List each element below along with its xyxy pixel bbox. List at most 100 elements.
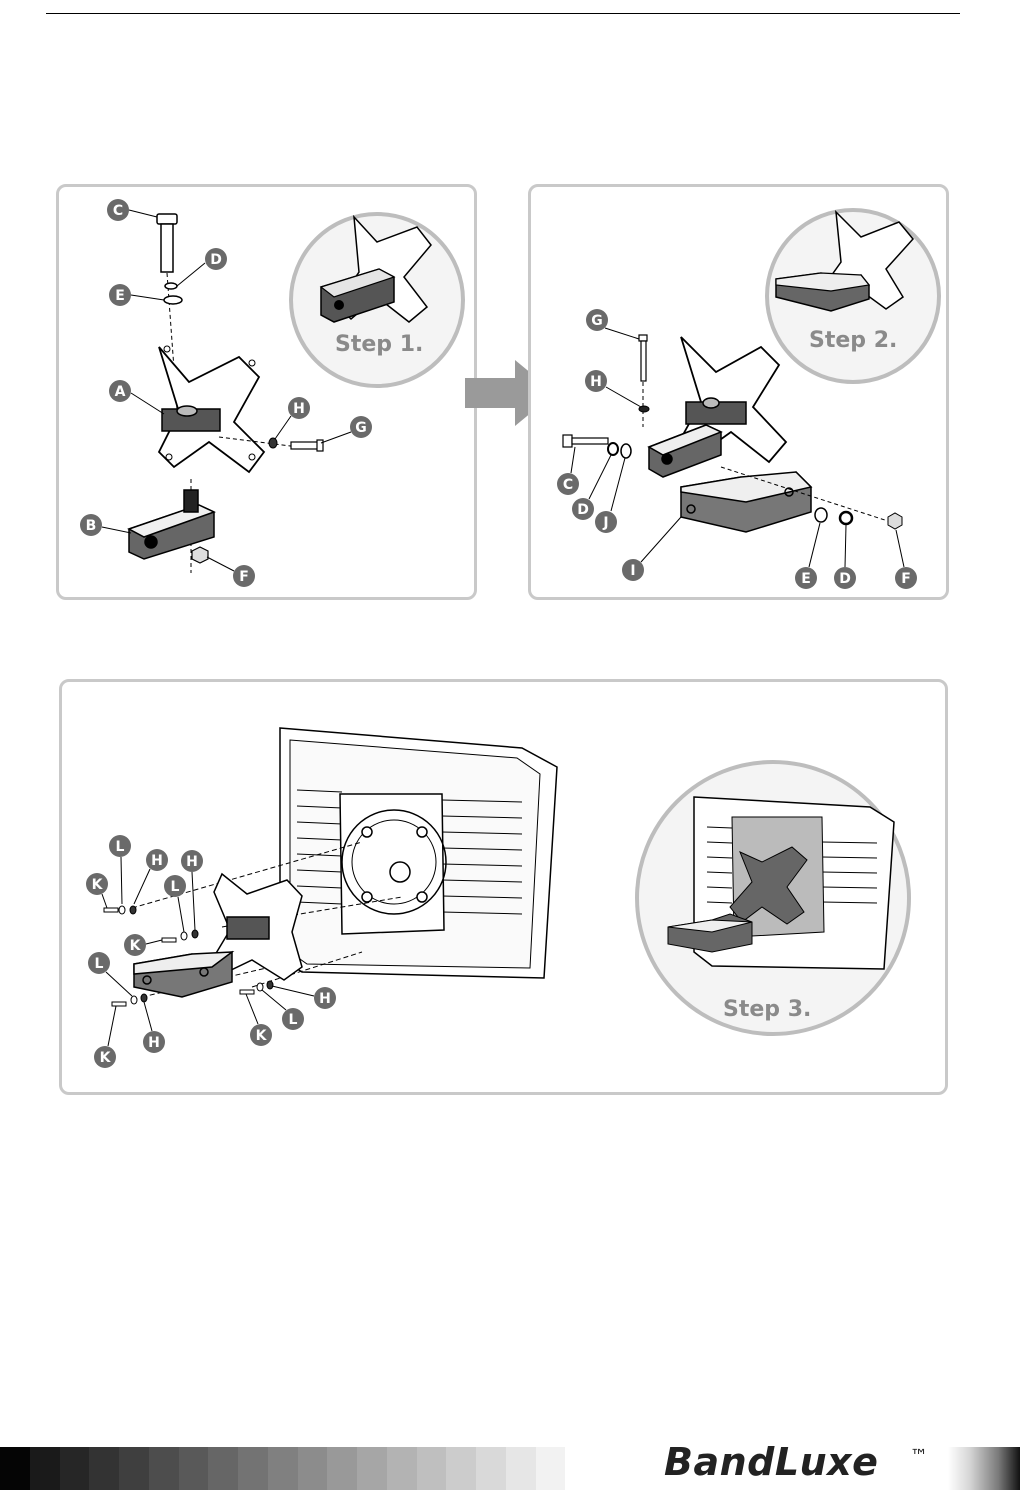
callout-d2: D <box>834 567 856 589</box>
header-rule <box>46 13 960 14</box>
callout-k4: K <box>94 1046 116 1068</box>
svg-text:H: H <box>293 401 305 417</box>
callout-f: F <box>895 567 917 589</box>
step1-diagram: Step 1. C D E A H G B F <box>59 187 480 603</box>
trademark-symbol: ™ <box>910 1446 928 1467</box>
bandluxe-logo: BandLuxe <box>664 1440 878 1484</box>
washer-e <box>815 508 827 522</box>
svg-text:K: K <box>92 877 104 893</box>
svg-text:E: E <box>115 288 125 304</box>
grayscale-swatch <box>298 1447 328 1490</box>
step3-diagram: Step 3. L H H K L K L H L K K H <box>62 682 951 1098</box>
bracket-i <box>681 472 811 532</box>
grayscale-swatch <box>238 1447 268 1490</box>
svg-text:A: A <box>115 384 126 400</box>
callout-f: F <box>233 565 255 587</box>
svg-text:H: H <box>186 854 198 870</box>
svg-text:H: H <box>319 991 331 1007</box>
svg-text:F: F <box>901 571 911 587</box>
callout-h1: H <box>146 849 168 871</box>
svg-text:K: K <box>100 1050 112 1066</box>
bolt-c <box>563 435 608 447</box>
antenna-unit <box>280 728 557 978</box>
svg-text:G: G <box>591 313 603 329</box>
callout-h: H <box>585 370 607 392</box>
bolt-g <box>639 335 647 381</box>
washer-d <box>165 283 177 289</box>
svg-text:L: L <box>116 839 125 855</box>
svg-text:B: B <box>86 518 97 534</box>
grayscale-swatch <box>179 1447 209 1490</box>
step3-label: Step 3. <box>723 997 811 1022</box>
svg-text:K: K <box>130 938 142 954</box>
bolt-c <box>157 214 177 272</box>
callout-e: E <box>109 284 131 306</box>
grayscale-swatch <box>30 1447 60 1490</box>
step2-inset: Step 2. <box>767 210 939 382</box>
washer-j <box>621 444 631 458</box>
callout-c: C <box>107 199 129 221</box>
callout-d: D <box>205 248 227 270</box>
callout-l1: L <box>109 835 131 857</box>
callout-d: D <box>572 498 594 520</box>
callout-i: I <box>622 559 644 581</box>
svg-text:F: F <box>239 569 249 585</box>
callout-b: B <box>80 514 102 536</box>
svg-text:K: K <box>256 1028 268 1044</box>
bolt-g <box>291 440 323 451</box>
callout-j: J <box>595 511 617 533</box>
washer-d2 <box>840 512 852 524</box>
svg-text:C: C <box>563 477 573 493</box>
callout-c: C <box>557 473 579 495</box>
grayscale-swatch <box>0 1447 30 1490</box>
callout-k1: K <box>86 873 108 895</box>
svg-text:E: E <box>801 571 811 587</box>
svg-text:H: H <box>590 374 602 390</box>
svg-text:H: H <box>151 853 163 869</box>
callout-g: G <box>586 309 608 331</box>
grayscale-swatch <box>387 1447 417 1490</box>
step1-panel: Step 1. C D E A H G B F <box>56 184 477 600</box>
grayscale-swatch <box>89 1447 119 1490</box>
step1-label: Step 1. <box>335 332 423 357</box>
callout-e: E <box>795 567 817 589</box>
grayscale-swatch <box>119 1447 149 1490</box>
svg-text:I: I <box>630 563 635 579</box>
washer-d <box>608 443 618 455</box>
callout-k3: K <box>250 1024 272 1046</box>
callout-l2: L <box>164 875 186 897</box>
grayscale-swatch <box>268 1447 298 1490</box>
grayscale-swatch <box>476 1447 506 1490</box>
grayscale-swatch <box>357 1447 387 1490</box>
svg-text:L: L <box>171 879 180 895</box>
step3-panel: Step 3. L H H K L K L H L K K H <box>59 679 948 1095</box>
step3-inset: Step 3. <box>637 762 909 1034</box>
grayscale-swatch <box>149 1447 179 1490</box>
grayscale-swatch <box>208 1447 238 1490</box>
step2-label: Step 2. <box>809 328 897 353</box>
nut-f <box>192 547 208 563</box>
callout-l4: L <box>282 1008 304 1030</box>
step2-diagram: Step 2. G H C D J I E D F <box>531 187 952 603</box>
svg-text:G: G <box>355 420 367 436</box>
washer-e <box>164 296 182 304</box>
grayscale-swatch <box>565 1447 595 1490</box>
callout-h: H <box>288 397 310 419</box>
grayscale-swatch <box>446 1447 476 1490</box>
svg-text:J: J <box>602 515 608 531</box>
svg-text:L: L <box>95 956 104 972</box>
step2-panel: Step 2. G H C D J I E D F <box>528 184 949 600</box>
grayscale-swatch <box>536 1447 566 1490</box>
callout-h3: H <box>314 987 336 1009</box>
callout-a: A <box>109 380 131 402</box>
callout-l3: L <box>88 952 110 974</box>
grayscale-swatch <box>60 1447 90 1490</box>
callout-k2: K <box>124 934 146 956</box>
grayscale-gradient <box>948 1447 1020 1490</box>
svg-text:D: D <box>839 571 851 587</box>
washer-h <box>269 438 277 448</box>
svg-text:H: H <box>148 1035 160 1051</box>
grayscale-swatch <box>506 1447 536 1490</box>
callout-h2: H <box>181 850 203 872</box>
svg-text:L: L <box>289 1012 298 1028</box>
